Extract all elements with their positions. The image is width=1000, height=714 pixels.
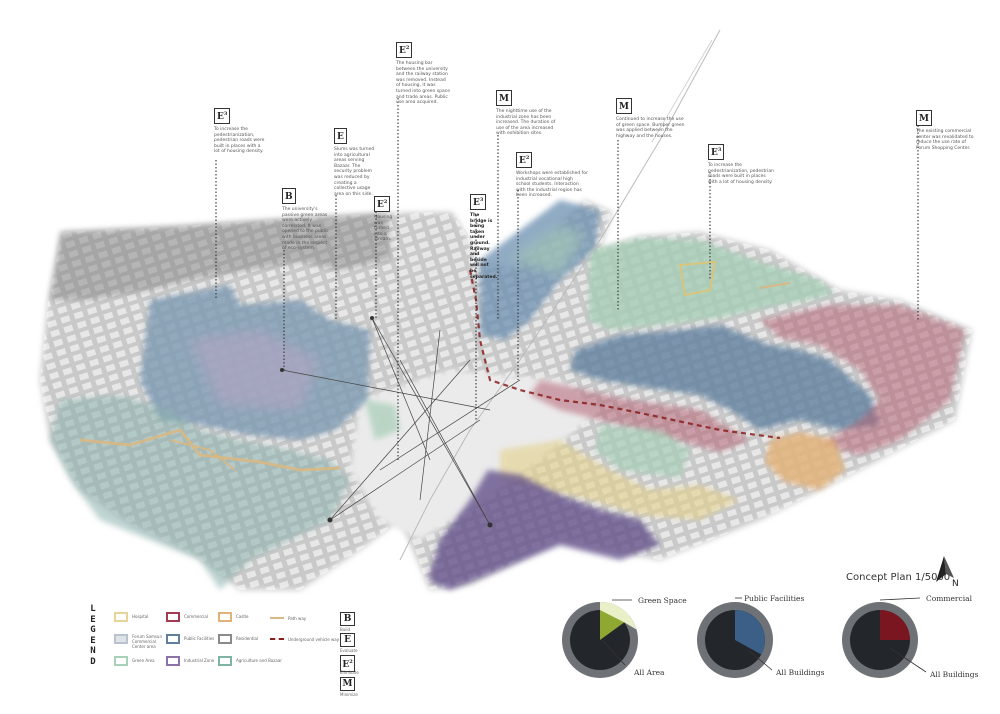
type-badge-build: B — [340, 612, 355, 626]
note-type-badge: E — [334, 128, 347, 144]
pathway-west-2 — [169, 439, 236, 471]
pie-highlight-slice — [880, 610, 910, 640]
note-type-badge: M — [616, 98, 632, 114]
zones — [50, 200, 965, 590]
note-type-badge: M — [496, 90, 512, 106]
legend-title: LEGEND — [90, 604, 96, 667]
legend-swatch — [114, 656, 128, 666]
legend-swatch — [114, 612, 128, 622]
note-text: Continued to increase the use of green s… — [616, 117, 685, 139]
zone-hospital — [500, 440, 740, 520]
note-type-badge: E2 — [396, 42, 413, 58]
note-text: The nighttime use of the industrial zone… — [496, 109, 556, 137]
note-pedestrian-east: E3 To increase the pedestrianization, pe… — [708, 144, 776, 185]
pie-leader-line — [601, 639, 626, 666]
note-housing-bar: E2 The housing bar between the universit… — [396, 42, 450, 106]
note-commercial-center: M The existing commercial center was rev… — [916, 110, 974, 151]
note-text: The existing commercial center was reval… — [916, 129, 974, 151]
legend-swatch — [166, 612, 180, 622]
note-slums: E Slums was turned into agricultural are… — [334, 128, 378, 197]
zone-public-facilities-east — [570, 325, 880, 430]
type-badge-eliminate: E2 — [340, 655, 355, 672]
pie-label-green-space: Green Space — [638, 596, 687, 605]
legend-swatch — [218, 656, 232, 666]
type-label-eliminate: Eliminate — [340, 670, 359, 675]
pie-label-commercial: Commercial — [926, 594, 972, 603]
legend-swatch — [218, 634, 232, 644]
type-label-evaluate: Evaluate — [340, 648, 358, 653]
type-label-build: Build — [340, 627, 351, 632]
note-text: To increase the pedestrianization, pedes… — [708, 163, 774, 185]
plan-title: Concept Plan 1/5000 — [846, 572, 951, 583]
legend-line — [270, 638, 284, 640]
note-type-badge: E3 — [708, 144, 725, 160]
routes — [79, 29, 791, 561]
pathway-west — [79, 428, 341, 472]
note-industrial-nighttime: M The nighttime use of the industrial zo… — [496, 90, 564, 137]
pie-green-space — [562, 599, 638, 678]
note-type-badge: E3 — [214, 108, 231, 124]
legend-swatch — [166, 656, 180, 666]
type-badge-minimize: M — [340, 677, 355, 691]
pie-label-public-facilities: Public Facilities — [744, 594, 805, 603]
pie-leader-line — [889, 647, 927, 673]
note-text: Workshops were established for industria… — [516, 171, 588, 199]
pie-label-all-area: All Area — [634, 668, 665, 677]
underground-way — [468, 269, 781, 440]
note-university: B The university's passive green areas w… — [282, 188, 332, 252]
zone-commercial-east — [760, 305, 965, 455]
north-label: N — [952, 579, 959, 588]
pie-label-all-buildings-1: All Buildings — [776, 668, 825, 677]
pie-label-all-buildings-2: All Buildings — [930, 670, 979, 679]
legend-swatch — [166, 634, 180, 644]
pie-leader-line — [747, 649, 773, 671]
note-housing-stream: E2 Housing was turned into a stream. — [374, 196, 394, 243]
note-text: To increase the pedestrianization, pedes… — [214, 127, 265, 155]
note-text: The housing bar between the university a… — [396, 61, 450, 106]
zone-castle — [765, 432, 845, 490]
legend-line — [270, 617, 284, 619]
pie-commercial — [842, 597, 927, 678]
pie-highlight-slice — [735, 610, 765, 655]
note-text: Slums was turned into agricultural areas… — [334, 147, 375, 197]
note-type-badge: M — [916, 110, 932, 126]
note-workshops: E2 Workshops were established for indust… — [516, 152, 588, 199]
legend-swatch — [114, 634, 128, 644]
pie-outer-highlight — [600, 602, 637, 630]
note-type-badge: E2 — [374, 196, 391, 212]
note-bridge: E3 The bridge is being taken under groun… — [470, 194, 498, 280]
note-type-badge: B — [282, 188, 296, 204]
note-text: Housing was turned into a stream. — [374, 215, 393, 243]
note-type-badge: E2 — [516, 152, 533, 168]
type-label-minimize: Minimize — [340, 692, 358, 697]
zone-industrial — [428, 470, 660, 590]
pie-public-facilities — [697, 597, 773, 678]
leader-lines — [215, 98, 919, 460]
pie-leader-line — [879, 597, 921, 601]
north-arrow-icon: N — [936, 556, 959, 588]
note-text: The bridge is being taken under ground. … — [470, 213, 498, 280]
note-pedestrian-west: E3 To increase the pedestrianization, pe… — [214, 108, 266, 155]
type-badge-evaluate: E — [340, 633, 355, 647]
legend-swatch — [218, 612, 232, 622]
note-text: The university's passive green areas wer… — [282, 207, 329, 252]
note-green-space: M Continued to increase the use of green… — [616, 98, 686, 139]
note-type-badge: E3 — [470, 194, 487, 210]
